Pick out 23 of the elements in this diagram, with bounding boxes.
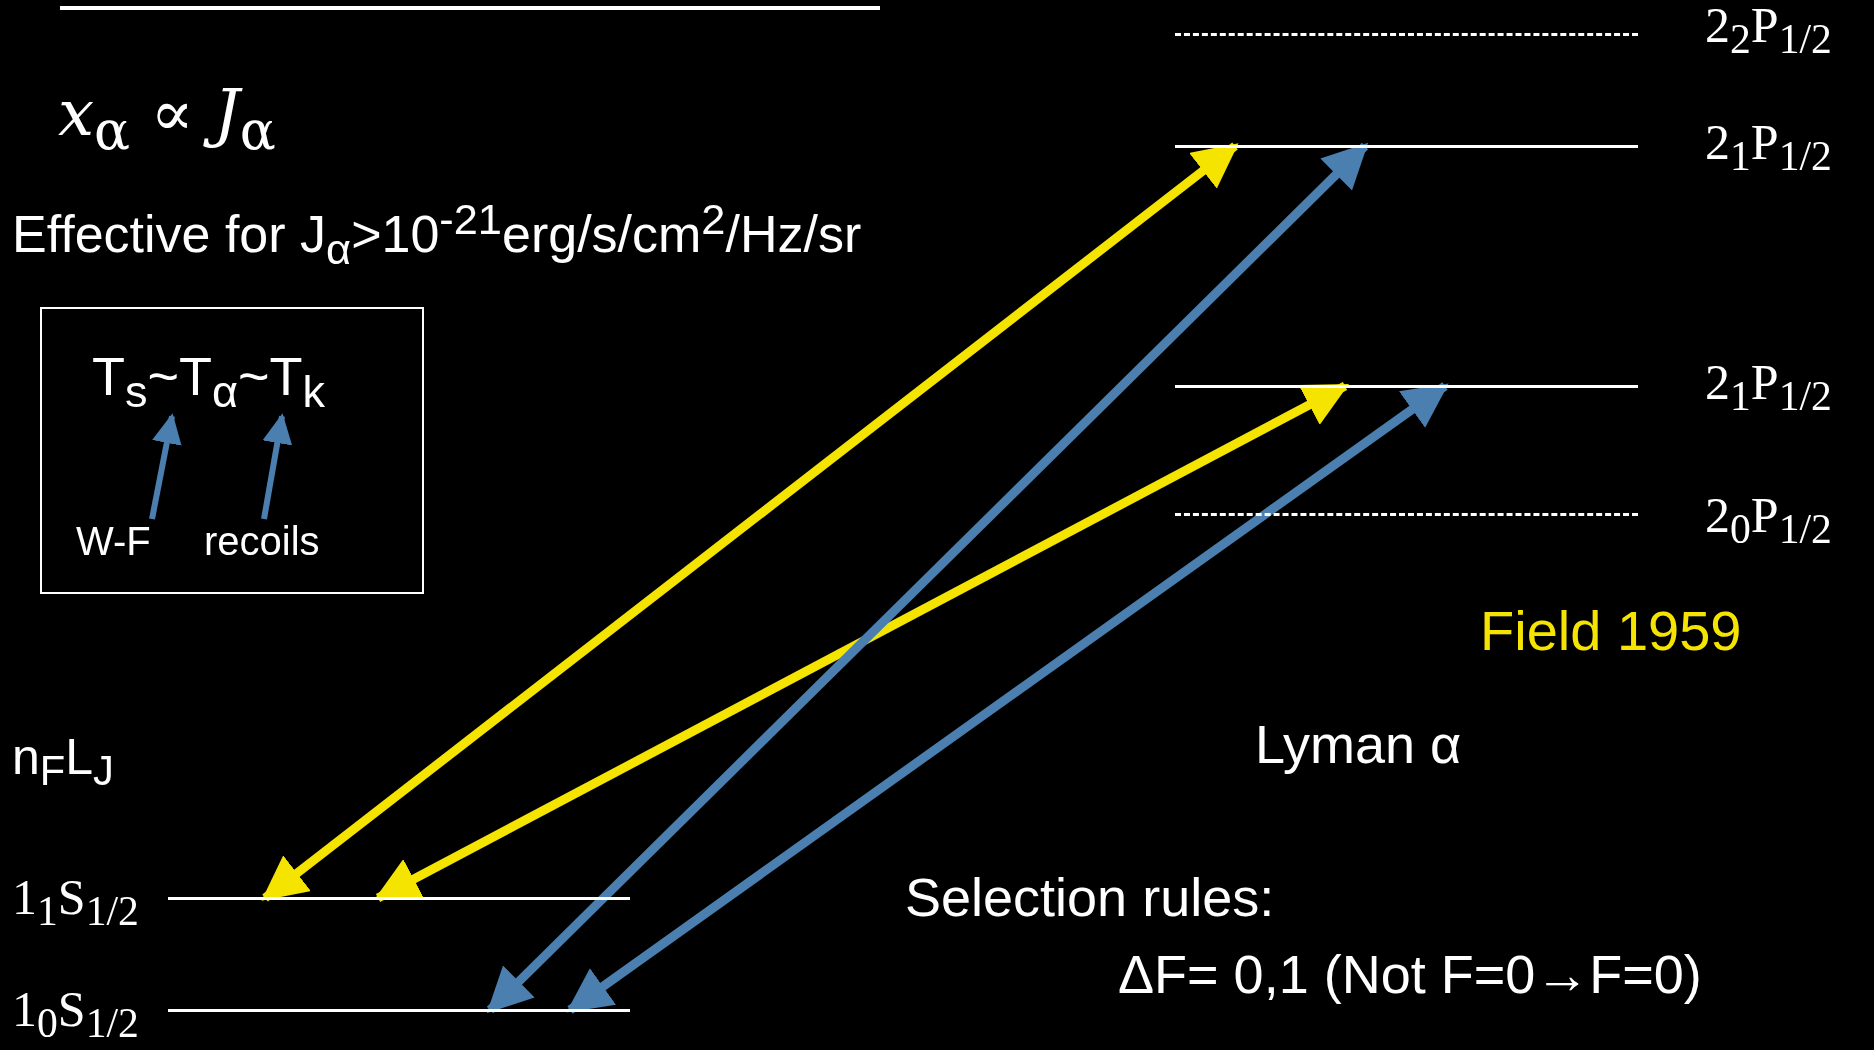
level-label: 2$_{2}$P$_{1/2}$ <box>1705 0 1832 61</box>
rule-text: ΔF= 0,1 (Not F=0→F=0) <box>1118 945 1702 1005</box>
annotation-text: recoils <box>204 519 320 563</box>
notation-text: n$_{F}$L$_{J}$ <box>12 730 114 794</box>
double-headed-arrow <box>374 382 1349 902</box>
framed-box <box>40 307 424 594</box>
double-headed-arrow <box>261 142 1239 902</box>
heading-text: Selection rules: <box>905 868 1275 928</box>
double-headed-arrow <box>486 142 1369 1014</box>
series-label: Lyman α <box>1255 715 1462 775</box>
arrow <box>261 413 293 520</box>
citation-text: Field 1959 <box>1480 600 1742 662</box>
formula-text: T$_{s}$~T$_{α}$~T$_{k}$ <box>92 347 326 417</box>
level-label: 1$_{0}$S$_{1/2}$ <box>12 984 139 1045</box>
formula-text: x$_{α}$ ∝ J$_{α}$ <box>58 78 276 161</box>
level-label: 2$_{1}$P$_{1/2}$ <box>1705 117 1832 178</box>
level-label: 2$_{0}$P$_{1/2}$ <box>1705 490 1832 551</box>
condition-text: Effective for J$_{α}$>10$^{-21}$erg/s/cm$^{2}$/Hz/sr <box>12 196 862 274</box>
arrow <box>149 413 182 520</box>
level-label: 2$_{1}$P$_{1/2}$ <box>1705 357 1832 418</box>
double-headed-arrow <box>566 382 1449 1014</box>
level-label: 1$_{1}$S$_{1/2}$ <box>12 872 139 933</box>
annotation-text: W-F <box>76 519 151 563</box>
